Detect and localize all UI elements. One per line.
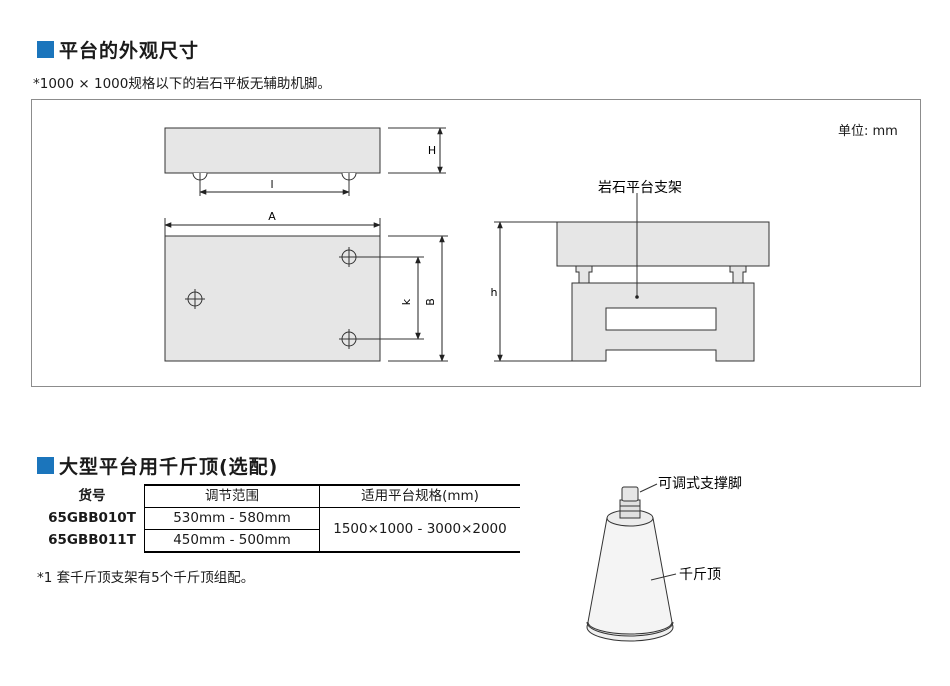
section-title-text: 平台的外观尺寸 bbox=[59, 40, 200, 62]
table-row: 65GBB011T 450mm - 500mm bbox=[40, 529, 520, 553]
jack-illustration bbox=[586, 486, 674, 642]
unit-label: 单位: mm bbox=[838, 124, 898, 139]
stand-window bbox=[605, 307, 717, 331]
table-header-row: 货号 调节范围 适用平台规格(mm) bbox=[40, 484, 520, 508]
header-size: 适用平台规格(mm) bbox=[319, 484, 520, 508]
header-range: 调节范围 bbox=[144, 484, 320, 508]
row-range: 450mm - 500mm bbox=[144, 529, 320, 553]
jack-footnote: *1 套千斤顶支架有5个千斤顶组配。 bbox=[37, 570, 255, 586]
section-title-jack: 大型平台用千斤顶(选配) bbox=[37, 452, 278, 479]
size-note: *1000 × 1000规格以下的岩石平板无辅助机脚。 bbox=[33, 76, 331, 92]
section-title-dimensions: 平台的外观尺寸 bbox=[37, 36, 199, 63]
jack-label: 千斤顶 bbox=[679, 567, 721, 583]
row-code: 65GBB011T bbox=[48, 532, 136, 549]
plate-side-view bbox=[164, 127, 381, 174]
drawing-frame bbox=[31, 99, 921, 387]
hole-bottom-right bbox=[339, 329, 359, 349]
row-range: 530mm - 580mm bbox=[144, 507, 320, 530]
hole-left bbox=[185, 289, 205, 309]
dim-h-label: h bbox=[491, 286, 498, 299]
table-row: 65GBB010T 530mm - 580mm 1500×1000 - 3000… bbox=[40, 507, 520, 553]
hole-top-right bbox=[339, 247, 359, 267]
dim-A-label: A bbox=[268, 210, 276, 223]
header-code: 货号 bbox=[78, 487, 106, 504]
stand-connector-left bbox=[575, 265, 593, 284]
stand-plate bbox=[556, 221, 770, 267]
row-size: 1500×1000 - 3000×2000 bbox=[319, 507, 520, 553]
dim-B-label: B bbox=[424, 298, 437, 306]
dim-l-label: l bbox=[270, 178, 273, 191]
section-title-text: 大型平台用千斤顶(选配) bbox=[59, 456, 279, 478]
stand-connector-right bbox=[729, 265, 747, 284]
title-square-icon bbox=[37, 41, 54, 58]
stand-label: 岩石平台支架 bbox=[598, 180, 682, 196]
row-code: 65GBB010T bbox=[48, 510, 136, 526]
jack-foot-label: 可调式支撑脚 bbox=[658, 476, 742, 492]
dim-k-label: k bbox=[400, 298, 413, 305]
title-square-icon bbox=[37, 457, 54, 474]
jack-spec-table: 货号 调节范围 适用平台规格(mm) 65GBB010T 530mm - 580… bbox=[40, 484, 520, 553]
dim-H-label: H bbox=[428, 144, 436, 157]
